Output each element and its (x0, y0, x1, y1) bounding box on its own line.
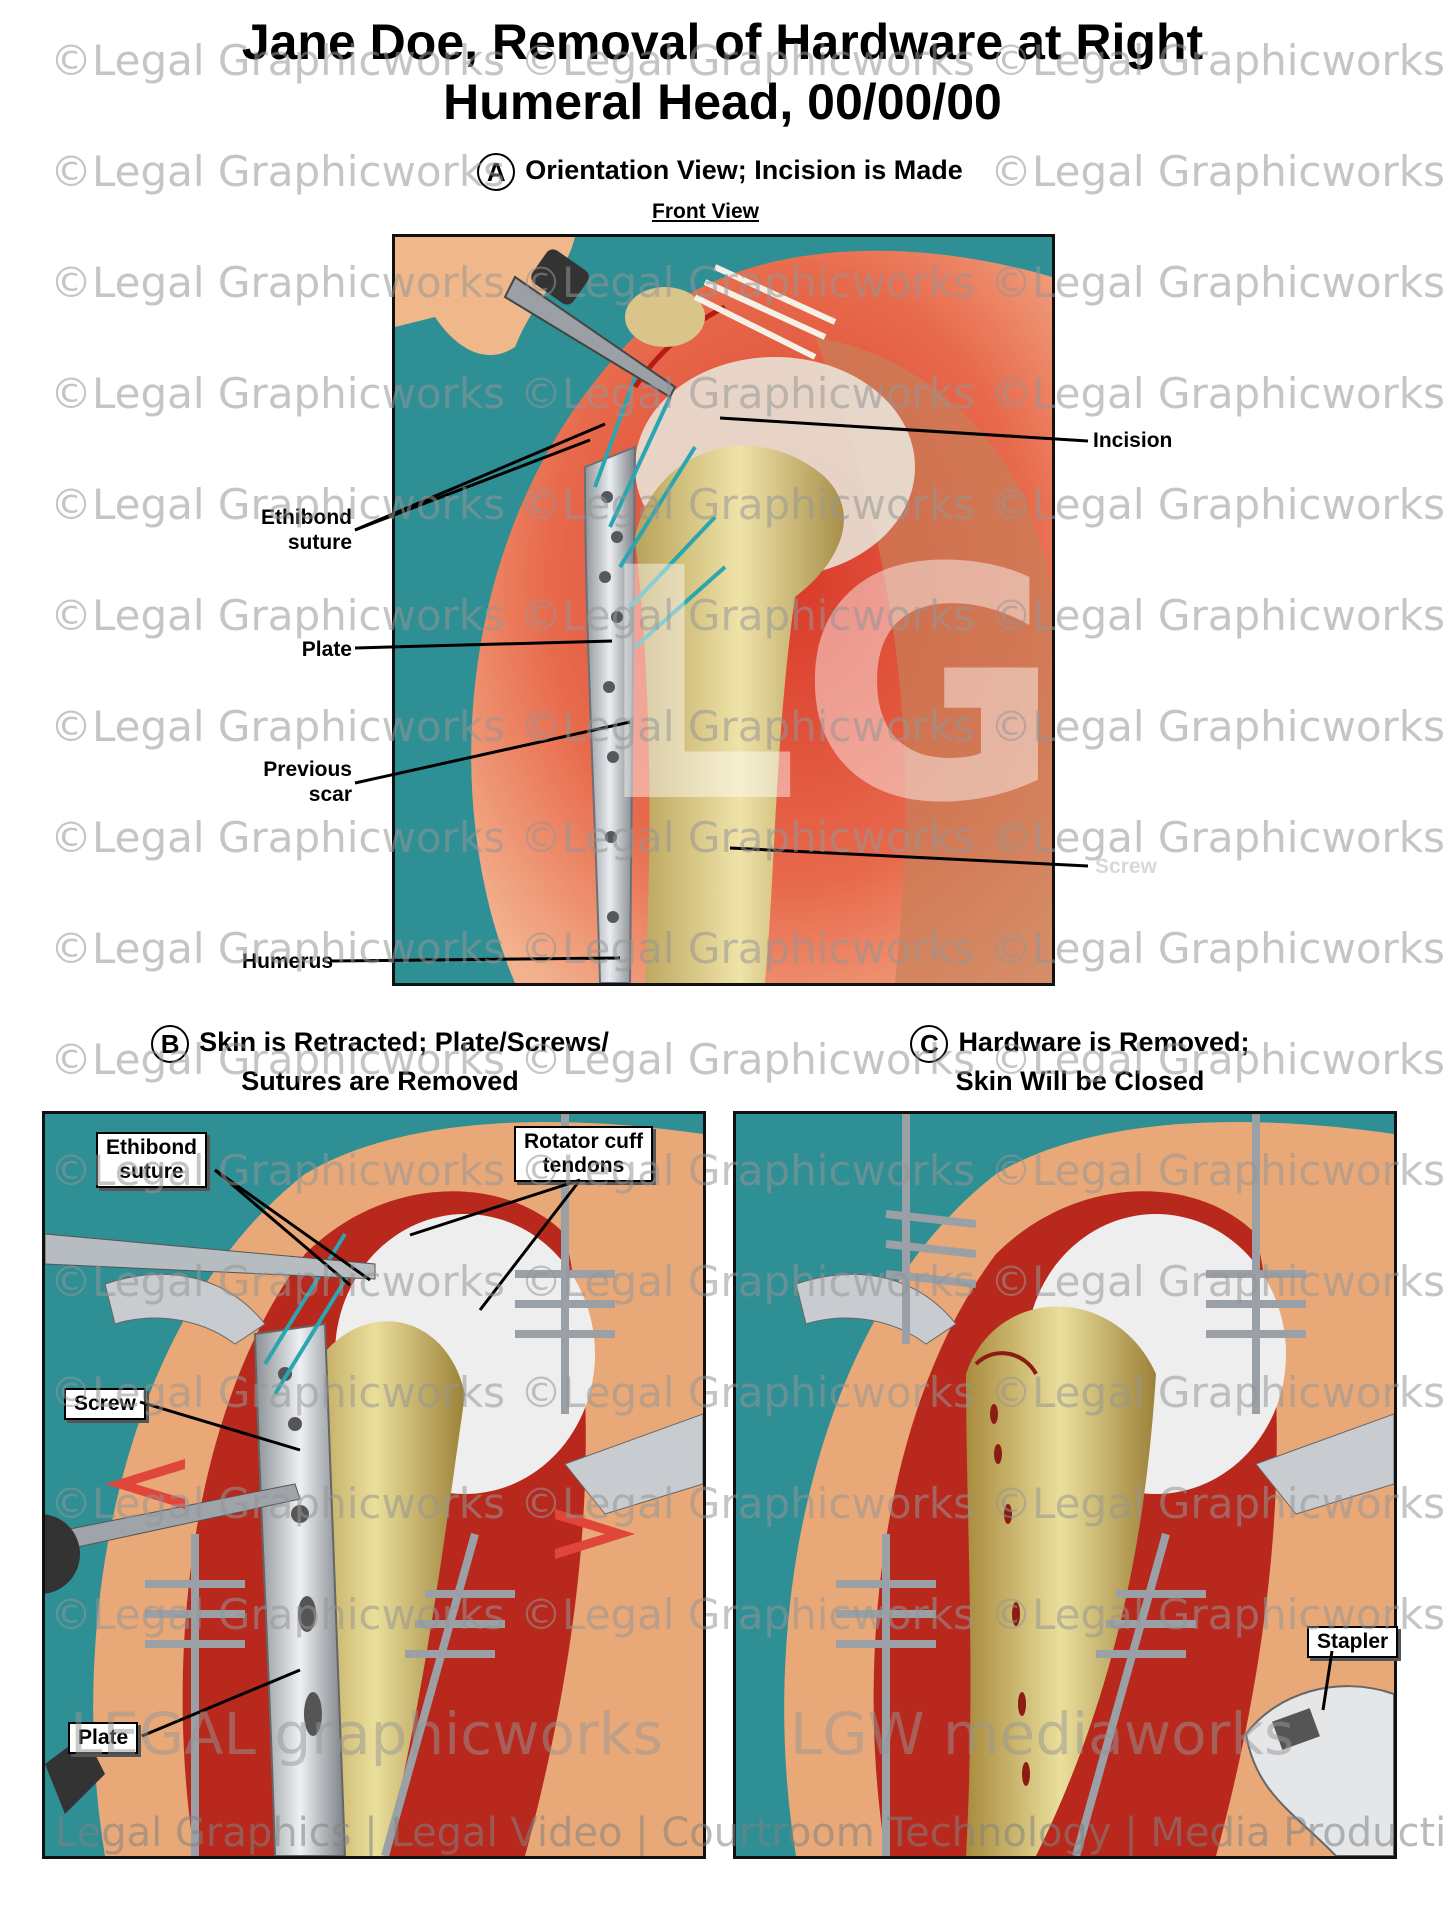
panel-a-illustration: LGW (392, 234, 1055, 986)
footer-watermark: Legal Graphics | Legal Video | Courtroom… (55, 1810, 1445, 1856)
panel-c-heading: C Hardware is Removed; Skin Will be Close… (820, 1024, 1340, 1099)
panel-a-logo-watermark: LGW (595, 501, 1052, 873)
panel-b-letter: B (151, 1024, 190, 1063)
panel-b-heading-line-1: Skin is Retracted; Plate/Screws/ (199, 1027, 609, 1057)
panel-a-heading-text: Orientation View; Incision is Made (525, 155, 963, 185)
label-scar-line-2: scar (308, 783, 352, 806)
page-title: Jane Doe, Removal of Hardware at Right H… (0, 12, 1445, 132)
panel-a-letter: A (477, 152, 516, 191)
panel-a-subheading: Front View (652, 200, 759, 223)
panel-c-heading-line-1: Hardware is Removed; (958, 1027, 1250, 1057)
hardware-removed-art (784, 1114, 1394, 1856)
panel-a-heading: A Orientation View; Incision is Made (420, 152, 1020, 191)
title-line-2: Humeral Head, 00/00/00 (443, 74, 1002, 130)
label-screw-a: Screw (1095, 855, 1157, 878)
panel-b-illustration (42, 1111, 706, 1859)
shoulder-front-view-art: LGW (395, 237, 1052, 983)
label-scar-line-1: Previous (263, 758, 352, 781)
label-previous-scar: Previous scar (230, 757, 352, 807)
label-ethibond-suture-b: Ethibond suture (96, 1132, 207, 1188)
label-screw-b: Screw (64, 1388, 146, 1420)
panel-c-heading-line-2: Skin Will be Closed (955, 1065, 1205, 1096)
panel-c-illustration (733, 1111, 1397, 1859)
label-ethibond-b-line-1: Ethibond (106, 1136, 197, 1159)
label-ethibond-suture-a: Ethibond suture (230, 505, 352, 555)
label-rotator-line-2: tendons (542, 1154, 625, 1177)
title-line-1: Jane Doe, Removal of Hardware at Right (241, 14, 1204, 70)
label-ethibond-a-line-2: suture (287, 531, 352, 554)
logo-watermark-left: LEGAL graphicworks (70, 1700, 663, 1768)
panel-b-heading: B Skin is Retracted; Plate/Screws/ Suture… (90, 1024, 670, 1099)
label-rotator-cuff-tendons: Rotator cuff tendons (514, 1126, 653, 1182)
panel-c-letter: C (910, 1024, 949, 1063)
panel-b-heading-line-2: Sutures are Removed (241, 1065, 519, 1096)
label-ethibond-b-line-2: suture (119, 1160, 184, 1183)
label-stapler: Stapler (1307, 1626, 1399, 1658)
label-incision: Incision (1093, 429, 1173, 452)
label-rotator-line-1: Rotator cuff (524, 1130, 643, 1153)
label-plate-b: Plate (68, 1722, 139, 1754)
label-humerus: Humerus (242, 950, 334, 973)
logo-watermark-right: LGW mediaworks (790, 1700, 1295, 1768)
label-plate-a: Plate (301, 638, 352, 661)
retracted-skin-art (45, 1114, 703, 1856)
label-ethibond-a-line-1: Ethibond (261, 506, 352, 529)
